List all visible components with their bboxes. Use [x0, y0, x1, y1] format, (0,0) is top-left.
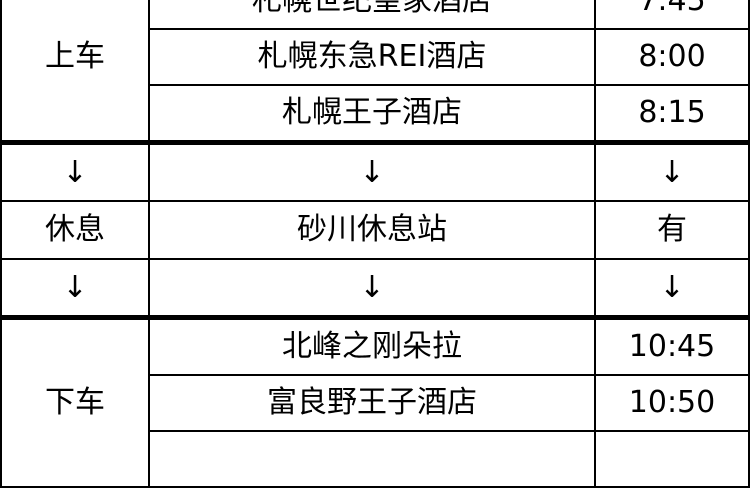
arrow-row: ↓ ↓ ↓: [0, 140, 750, 202]
down-arrow-icon: ↓: [594, 140, 750, 202]
rest-stop-place: 砂川休息站: [148, 200, 596, 260]
table-row: 札幌王子酒店 8:15: [1, 84, 750, 144]
alighting-section-label: 下车: [0, 315, 150, 488]
arrow-row: ↓ ↓ ↓: [0, 258, 750, 319]
down-arrow-icon: ↓: [148, 258, 596, 319]
down-arrow-icon: ↓: [148, 140, 596, 202]
alighting-stop-place: 北峰之刚朵拉: [148, 315, 596, 376]
down-arrow-icon: ↓: [594, 258, 750, 319]
down-arrow-icon: ↓: [0, 258, 150, 319]
alighting-stop-place: 富良野王子酒店: [148, 374, 596, 432]
boarding-stop-time: 8:00: [594, 28, 750, 86]
boarding-stop-place: 札幌东急REI酒店: [148, 28, 596, 86]
boarding-stop-time: 8:15: [594, 84, 750, 144]
table-row: 下车 北峰之刚朵拉 10:45: [0, 315, 750, 488]
rest-stop-value: 有: [594, 200, 750, 260]
boarding-section-label: 上车: [0, 0, 150, 144]
alighting-stop-time: 10:45: [594, 315, 750, 376]
alighting-stop-time: 10:50: [594, 374, 750, 432]
table-row: 上车 札幌世纪皇家酒店 7:45: [0, 0, 750, 144]
rest-row: 休息 砂川休息站 有: [0, 200, 750, 260]
boarding-stop-time: 7:45: [594, 0, 750, 30]
table-row: 札幌东急REI酒店 8:00: [1, 28, 750, 86]
boarding-stop-place: 札幌世纪皇家酒店: [148, 0, 596, 30]
rest-section-label: 休息: [0, 200, 150, 260]
boarding-stop-place: 札幌王子酒店: [148, 84, 596, 144]
down-arrow-icon: ↓: [0, 140, 150, 202]
